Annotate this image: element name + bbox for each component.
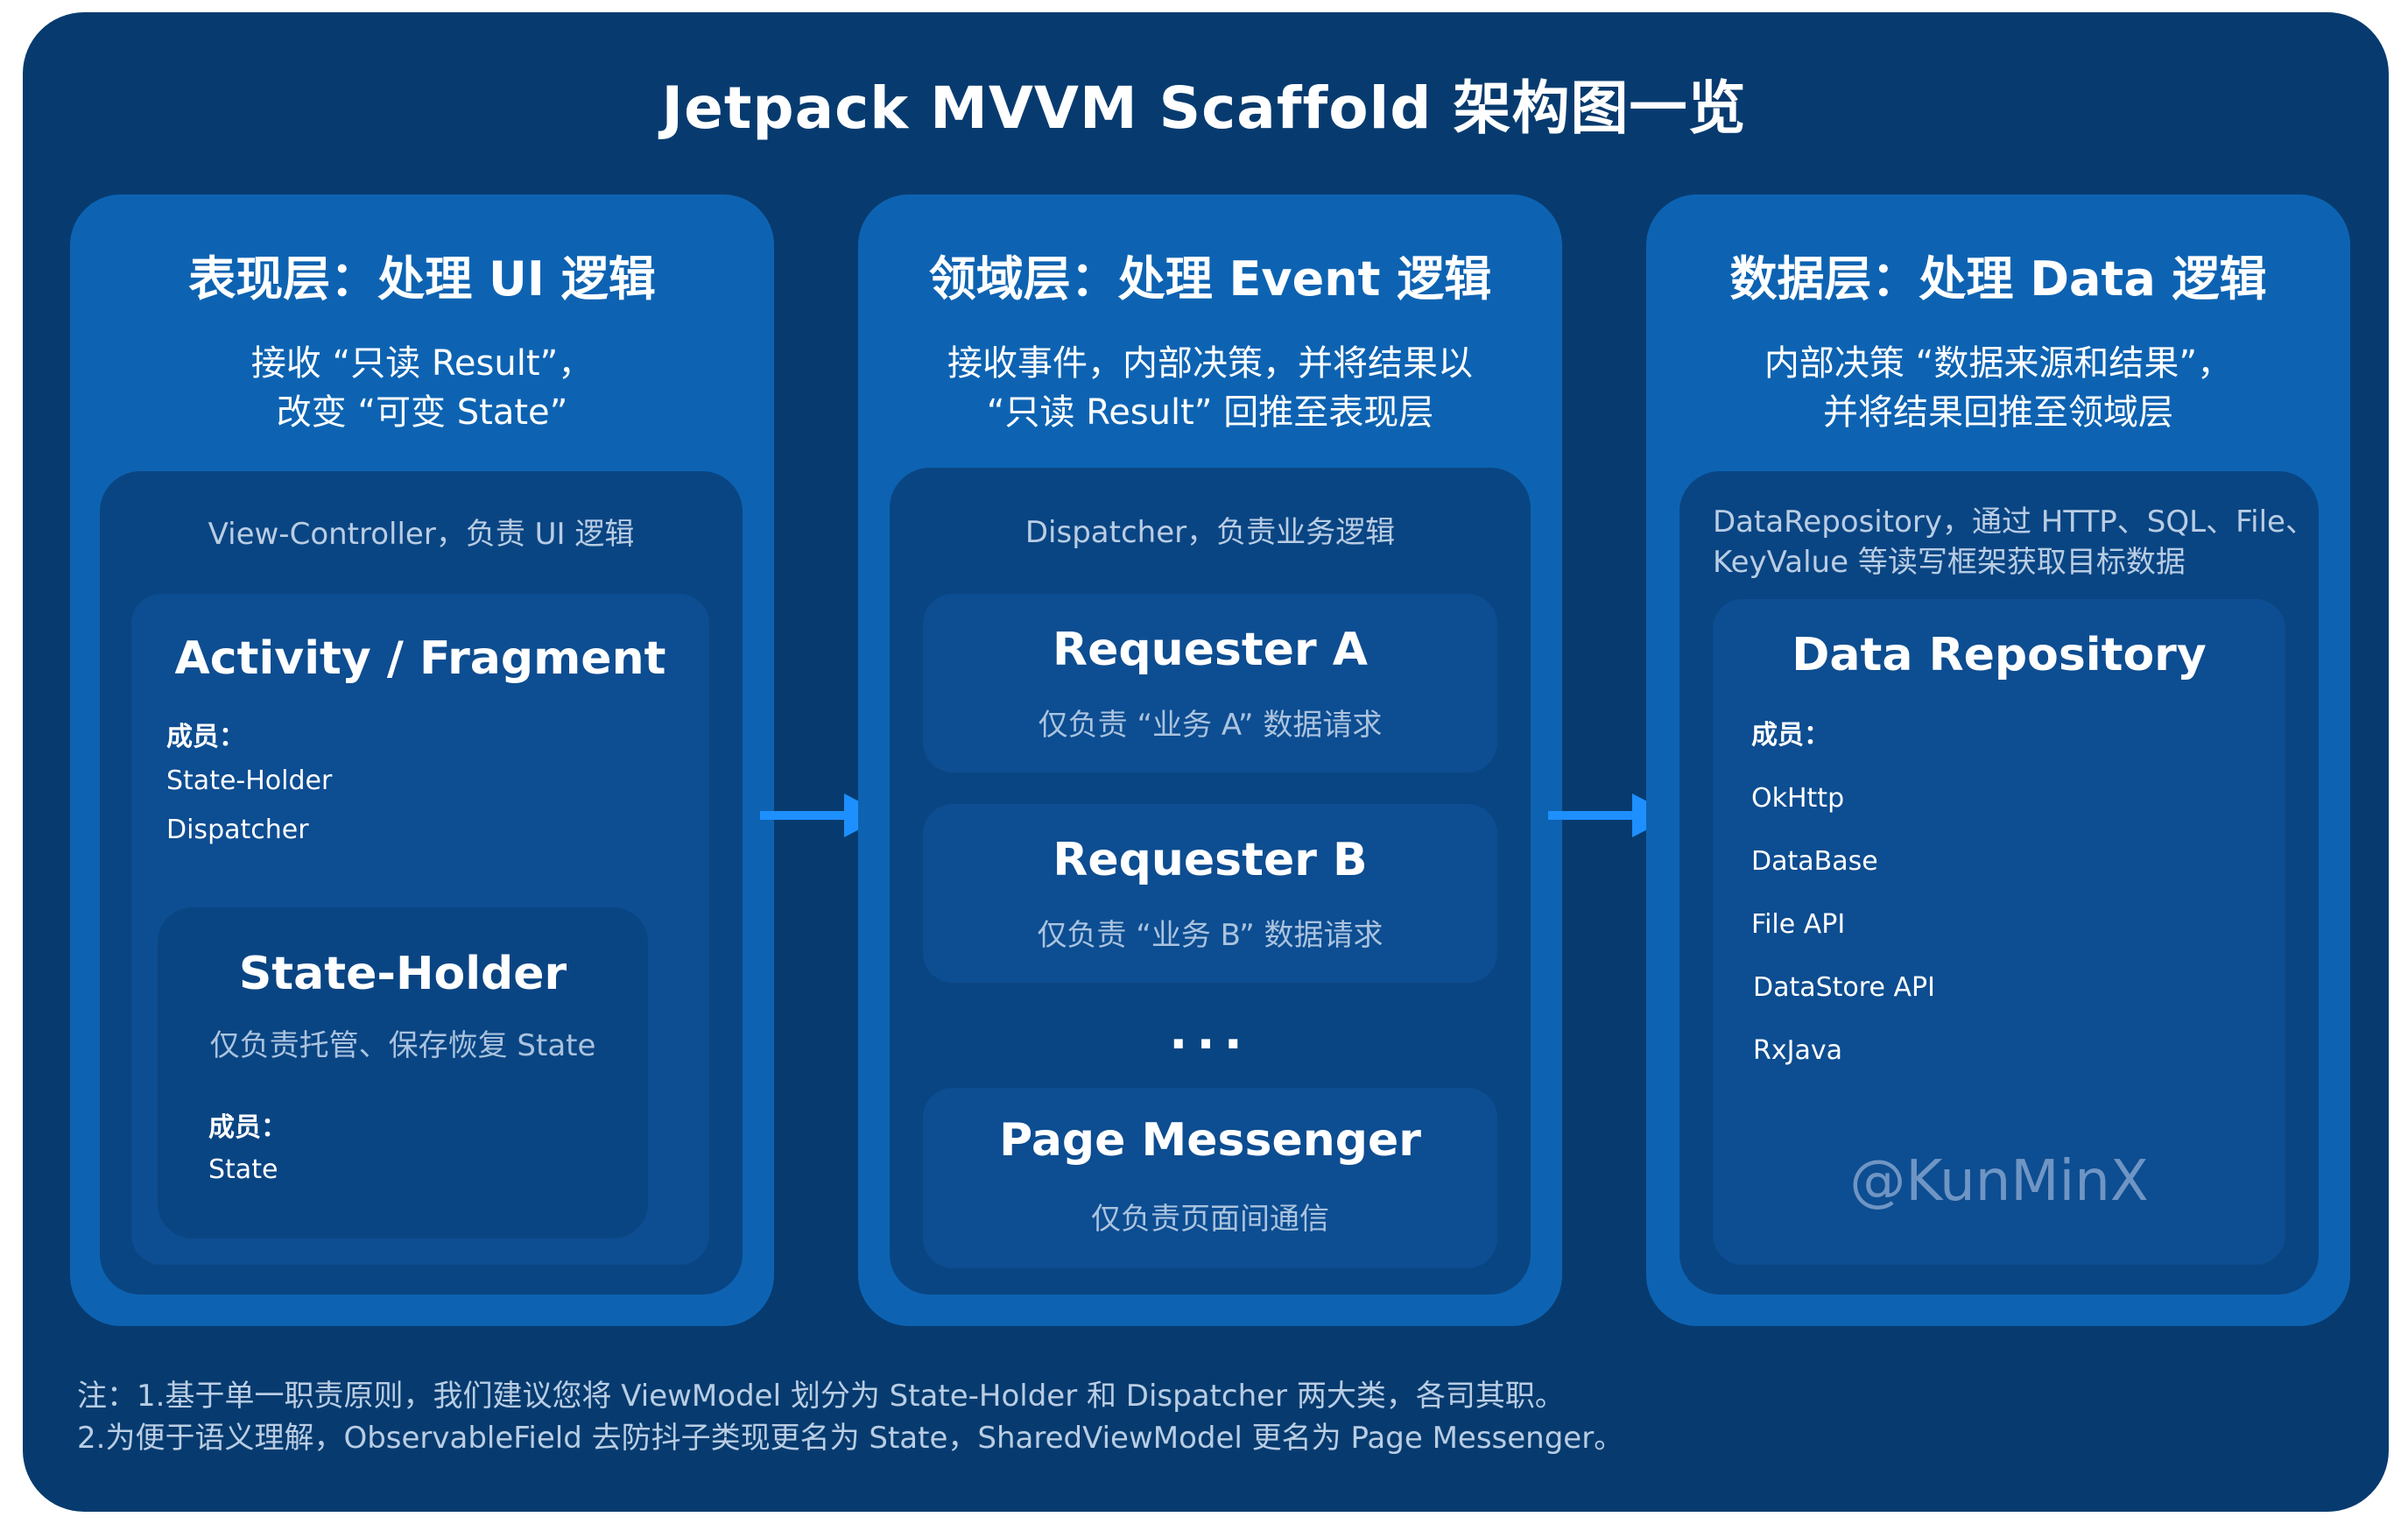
state-holder-members-label: 成员： <box>208 1112 287 1143</box>
data-layer-panel: 数据层：处理 Data 逻辑 内部决策 “数据来源和结果”， 并将结果回推至领域… <box>1646 194 2350 1326</box>
requester-a-card: Requester A 仅负责 “业务 A” 数据请求 <box>923 594 1497 773</box>
activity-fragment-title: Activity / Fragment <box>174 632 666 685</box>
data-repository-members-label: 成员： <box>1751 720 1830 751</box>
data-layer-title: 数据层：处理 Data 逻辑 <box>1729 251 2267 307</box>
state-holder-card: State-Holder 仅负责托管、保存恢复 State 成员： State <box>158 907 648 1238</box>
data-repository-box: DataRepository，通过 HTTP、SQL、File、 KeyValu… <box>1679 471 2319 1295</box>
page-messenger-desc: 仅负责页面间通信 <box>1091 1202 1329 1237</box>
activity-member-dispatcher: Dispatcher <box>166 815 309 845</box>
data-layer-subtitle-line2: 并将结果回推至领域层 <box>1823 392 2173 433</box>
dispatcher-caption: Dispatcher，负责业务逻辑 <box>1024 515 1396 550</box>
state-holder-desc: 仅负责托管、保存恢复 State <box>209 1028 596 1063</box>
state-holder-member-state: State <box>208 1154 278 1185</box>
domain-layer-subtitle-line2: “只读 Result” 回推至表现层 <box>986 392 1434 433</box>
requester-b-card: Requester B 仅负责 “业务 B” 数据请求 <box>923 804 1497 983</box>
view-controller-caption: View-Controller，负责 UI 逻辑 <box>208 517 635 552</box>
diagram-title: Jetpack MVVM Scaffold 架构图一览 <box>661 74 1747 142</box>
data-repository-caption-line1: DataRepository，通过 HTTP、SQL、File、 <box>1713 504 2315 540</box>
activity-members-label: 成员： <box>166 722 245 752</box>
dispatcher-box: Dispatcher，负责业务逻辑 Requester A 仅负责 “业务 A”… <box>890 468 1531 1295</box>
member-datastore-api: DataStore API <box>1753 972 1935 1003</box>
domain-layer-title: 领域层：处理 Event 逻辑 <box>928 251 1492 307</box>
data-repository-card: Data Repository 成员： OkHttp DataBase File… <box>1713 599 2285 1265</box>
domain-layer-subtitle-line1: 接收事件，内部决策，并将结果以 <box>947 343 1473 384</box>
page-messenger-card: Page Messenger 仅负责页面间通信 <box>923 1088 1497 1268</box>
data-repository-caption-line2: KeyValue 等读写框架获取目标数据 <box>1713 545 2186 580</box>
more-requesters-ellipsis: ... <box>1169 1004 1251 1061</box>
page-messenger-title: Page Messenger <box>999 1114 1421 1167</box>
presentation-layer-title: 表现层：处理 UI 逻辑 <box>188 251 656 307</box>
presentation-layer-panel: 表现层：处理 UI 逻辑 接收 “只读 Result”， 改变 “可变 Stat… <box>70 194 774 1326</box>
domain-layer-panel: 领域层：处理 Event 逻辑 接收事件，内部决策，并将结果以 “只读 Resu… <box>858 194 1562 1326</box>
member-okhttp: OkHttp <box>1751 783 1845 814</box>
footnote-2: 2.为便于语义理解，ObservableField 去防抖子类现更名为 Stat… <box>77 1421 1624 1456</box>
member-rxjava: RxJava <box>1753 1035 1842 1066</box>
requester-a-title: Requester A <box>1053 624 1368 676</box>
requester-b-title: Requester B <box>1053 834 1368 886</box>
state-holder-title: State-Holder <box>238 948 567 1000</box>
author-watermark: @KunMinX <box>1849 1149 2149 1214</box>
footnote-1: 注：1.基于单一职责原则，我们建议您将 ViewModel 划分为 State-… <box>77 1379 1565 1414</box>
data-repository-title: Data Repository <box>1792 629 2207 681</box>
data-layer-subtitle-line1: 内部决策 “数据来源和结果”， <box>1764 343 2233 384</box>
presentation-layer-subtitle-line2: 改变 “可变 State” <box>276 392 568 433</box>
member-file-api: File API <box>1751 909 1846 940</box>
member-database: DataBase <box>1751 846 1878 877</box>
activity-fragment-card: Activity / Fragment 成员： State-Holder Dis… <box>131 594 709 1265</box>
requester-b-desc: 仅负责 “业务 B” 数据请求 <box>1037 918 1384 953</box>
presentation-layer-subtitle-line1: 接收 “只读 Result”， <box>250 343 594 384</box>
requester-a-desc: 仅负责 “业务 A” 数据请求 <box>1038 708 1383 743</box>
activity-member-state-holder: State-Holder <box>166 766 333 796</box>
view-controller-box: View-Controller，负责 UI 逻辑 Activity / Frag… <box>100 471 743 1295</box>
